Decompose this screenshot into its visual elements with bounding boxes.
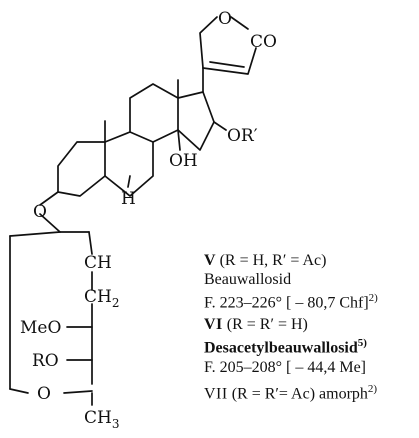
compound-vi-numeral: VI xyxy=(204,316,223,334)
meo-label: MeO xyxy=(20,318,61,338)
or-bond xyxy=(213,121,227,131)
sugar-ring-lower-left xyxy=(9,388,29,394)
ch-label: CH xyxy=(84,253,112,273)
ch3-label: CH3 xyxy=(84,408,119,431)
compound-vi-name: Desacetylbeauwallosid5) xyxy=(204,334,416,357)
compound-v-ref: 2) xyxy=(368,292,378,304)
compound-vi-formula: (R = R′ = H) xyxy=(226,316,308,334)
sugar-o-c5 xyxy=(63,390,93,394)
compound-v-name: Beauwallosid xyxy=(204,271,292,288)
compound-vi-line: VI (R = R′ = H) xyxy=(204,315,416,334)
compound-legend: V (R = H, R′ = Ac) Beauwallosid F. 223–2… xyxy=(204,251,416,403)
sugar-c1-c2 xyxy=(88,231,93,255)
ring-d xyxy=(177,91,215,151)
butenolide-ring-2 xyxy=(202,47,257,75)
o-c1-bond xyxy=(39,213,61,233)
ring-a xyxy=(57,141,106,197)
compound-vi-rotation: [ – 44,4 Me] xyxy=(286,358,366,376)
compound-vi-name-text: Desacetylbeauwallosid xyxy=(204,339,358,357)
butenolide-double-bond xyxy=(209,61,245,68)
compound-vii-line: VII (R = R′= Ac) amorph2) xyxy=(204,380,416,403)
compound-vi-ref: 5) xyxy=(357,337,367,350)
compound-vii-numeral: VII xyxy=(204,384,228,402)
butenolide-ring xyxy=(199,16,218,69)
compound-v-numeral: V xyxy=(204,252,216,269)
c3-o-bond xyxy=(39,191,59,206)
ring-c xyxy=(129,83,179,143)
compound-v-data: F. 223–226° [ – 80,7 Chf]2) xyxy=(204,289,416,312)
sugar-ring-upper xyxy=(9,231,90,237)
h5-bond xyxy=(127,175,131,188)
h5-label: H xyxy=(121,189,136,209)
compound-vii-formula: (R = R′= Ac) amorph xyxy=(231,384,368,402)
or-prime-label: OR′ xyxy=(227,126,258,146)
oh-bond xyxy=(177,129,181,151)
ring-b xyxy=(104,131,154,197)
compound-vi-mp: F. 205–208° xyxy=(204,358,283,376)
lactone-o-label: O xyxy=(218,9,232,29)
glycosidic-o-label: O xyxy=(33,202,47,222)
compound-vi-data: F. 205–208° [ – 44,4 Me] xyxy=(204,358,416,377)
compound-vii-ref: 2) xyxy=(367,382,378,395)
compound-v-mp: F. 223–226° xyxy=(204,294,283,312)
ch2-label: CH2 xyxy=(84,287,119,310)
compound-v-formula: (R = H, R′ = Ac) xyxy=(219,252,327,269)
butenolide-o-co xyxy=(230,16,249,30)
hydroxyl-label: OH xyxy=(169,151,198,171)
ring-o-label: O xyxy=(37,384,51,404)
compound-v-line: V (R = H, R′ = Ac) xyxy=(204,251,416,270)
compound-v-rotation: [ – 80,7 Chf] xyxy=(286,294,369,312)
ro-label: RO xyxy=(32,351,59,371)
lactone-co-label: CO xyxy=(250,32,277,52)
